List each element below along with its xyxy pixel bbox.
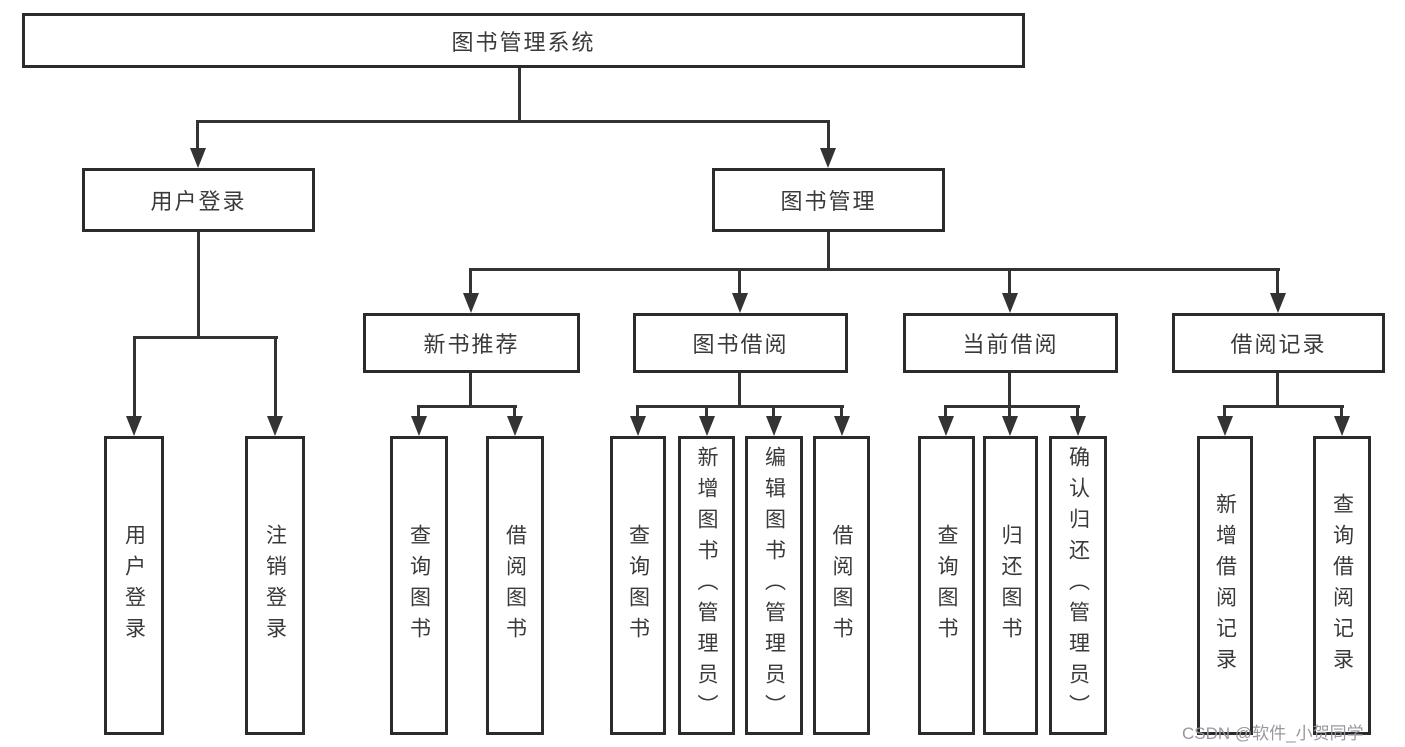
connector-line (636, 405, 639, 418)
connector-line (469, 268, 472, 295)
leaf-label: 新增借阅记录 (1213, 492, 1237, 679)
watermark: CSDN @软件_小贺同学 (1182, 724, 1364, 743)
arrowhead-down (463, 293, 479, 313)
connector-line (513, 405, 516, 418)
connector-line (1008, 405, 1011, 418)
leaf-label: 查询图书 (626, 523, 650, 648)
arrowhead-down (1070, 416, 1086, 436)
connector-line (944, 405, 947, 418)
connector-line (1223, 405, 1226, 418)
leaf-label: 新增图书（管理员） (695, 446, 718, 725)
connector-line (944, 405, 1080, 408)
node-new-book-recommendation: 新书推荐 (363, 313, 580, 373)
arrowhead-down (1270, 293, 1286, 313)
connector-line (470, 268, 1280, 271)
arrowhead-down (1217, 416, 1233, 436)
leaf-label: 注销登录 (263, 523, 287, 648)
connector-line (1340, 405, 1343, 418)
connector-line (418, 405, 517, 408)
node-book-management: 图书管理 (712, 168, 945, 232)
connector-line (827, 232, 830, 271)
connector-line (772, 405, 775, 418)
leaf-user-login: 用户登录 (104, 436, 164, 735)
leaf-add-borrow-record: 新增借阅记录 (1197, 436, 1253, 735)
node-borrowing-records: 借阅记录 (1172, 313, 1385, 373)
arrowhead-down (126, 416, 142, 436)
node-library-management-system: 图书管理系统 (22, 13, 1025, 68)
connector-line (1008, 268, 1011, 295)
node-user-login: 用户登录 (82, 168, 315, 232)
leaf-label: 借阅图书 (830, 523, 853, 648)
connector-line (705, 405, 708, 418)
leaf-label: 确认归还（管理员） (1066, 446, 1090, 725)
connector-line (196, 120, 199, 150)
arrowhead-down (938, 416, 954, 436)
leaf-label: 查询借阅记录 (1330, 492, 1354, 679)
leaf-label: 查询图书 (935, 523, 958, 648)
node-book-borrowing: 图书借阅 (633, 313, 848, 373)
leaf-borrow-books: 借阅图书 (813, 436, 870, 735)
arrowhead-down (766, 416, 782, 436)
node-current-borrowing: 当前借阅 (903, 313, 1118, 373)
connector-line (840, 405, 843, 418)
arrowhead-down (1002, 293, 1018, 313)
connector-line (1276, 373, 1279, 408)
arrowhead-down (411, 416, 427, 436)
connector-line (133, 336, 278, 339)
arrowhead-down (820, 148, 836, 168)
arrowhead-down (834, 416, 850, 436)
connector-line (827, 120, 830, 150)
connector-line (636, 405, 844, 408)
connector-line (1276, 268, 1279, 295)
leaf-label: 借阅图书 (503, 523, 527, 648)
leaf-query-books-current: 查询图书 (918, 436, 975, 735)
leaf-return-books: 归还图书 (983, 436, 1038, 735)
connector-line (197, 120, 830, 123)
connector-line (738, 268, 741, 295)
connector-line (518, 68, 521, 122)
arrowhead-down (267, 416, 283, 436)
connector-line (469, 373, 472, 408)
connector-line (1223, 405, 1344, 408)
connector-line (197, 232, 200, 339)
connector-line (1076, 405, 1079, 418)
leaf-edit-books-admin: 编辑图书（管理员） (745, 436, 803, 735)
leaf-label: 归还图书 (999, 523, 1022, 648)
arrowhead-down (190, 148, 206, 168)
leaf-label: 编辑图书（管理员） (762, 446, 786, 725)
leaf-confirm-return-admin: 确认归还（管理员） (1049, 436, 1107, 735)
leaf-add-books-admin: 新增图书（管理员） (678, 436, 735, 735)
leaf-query-borrow-record: 查询借阅记录 (1313, 436, 1371, 735)
arrowhead-down (699, 416, 715, 436)
leaf-query-books-recommend: 查询图书 (390, 436, 448, 735)
arrowhead-down (1002, 416, 1018, 436)
leaf-borrow-books-recommend: 借阅图书 (486, 436, 544, 735)
arrowhead-down (630, 416, 646, 436)
leaf-label: 查询图书 (407, 523, 431, 648)
connector-line (417, 405, 420, 418)
connector-line (133, 336, 136, 418)
arrowhead-down (1334, 416, 1350, 436)
connector-line (1008, 373, 1011, 408)
leaf-label: 用户登录 (122, 523, 146, 648)
arrowhead-down (507, 416, 523, 436)
leaf-query-books-borrow: 查询图书 (610, 436, 666, 735)
connector-line (738, 373, 741, 408)
leaf-logout: 注销登录 (245, 436, 305, 735)
arrowhead-down (732, 293, 748, 313)
connector-line (274, 336, 277, 418)
